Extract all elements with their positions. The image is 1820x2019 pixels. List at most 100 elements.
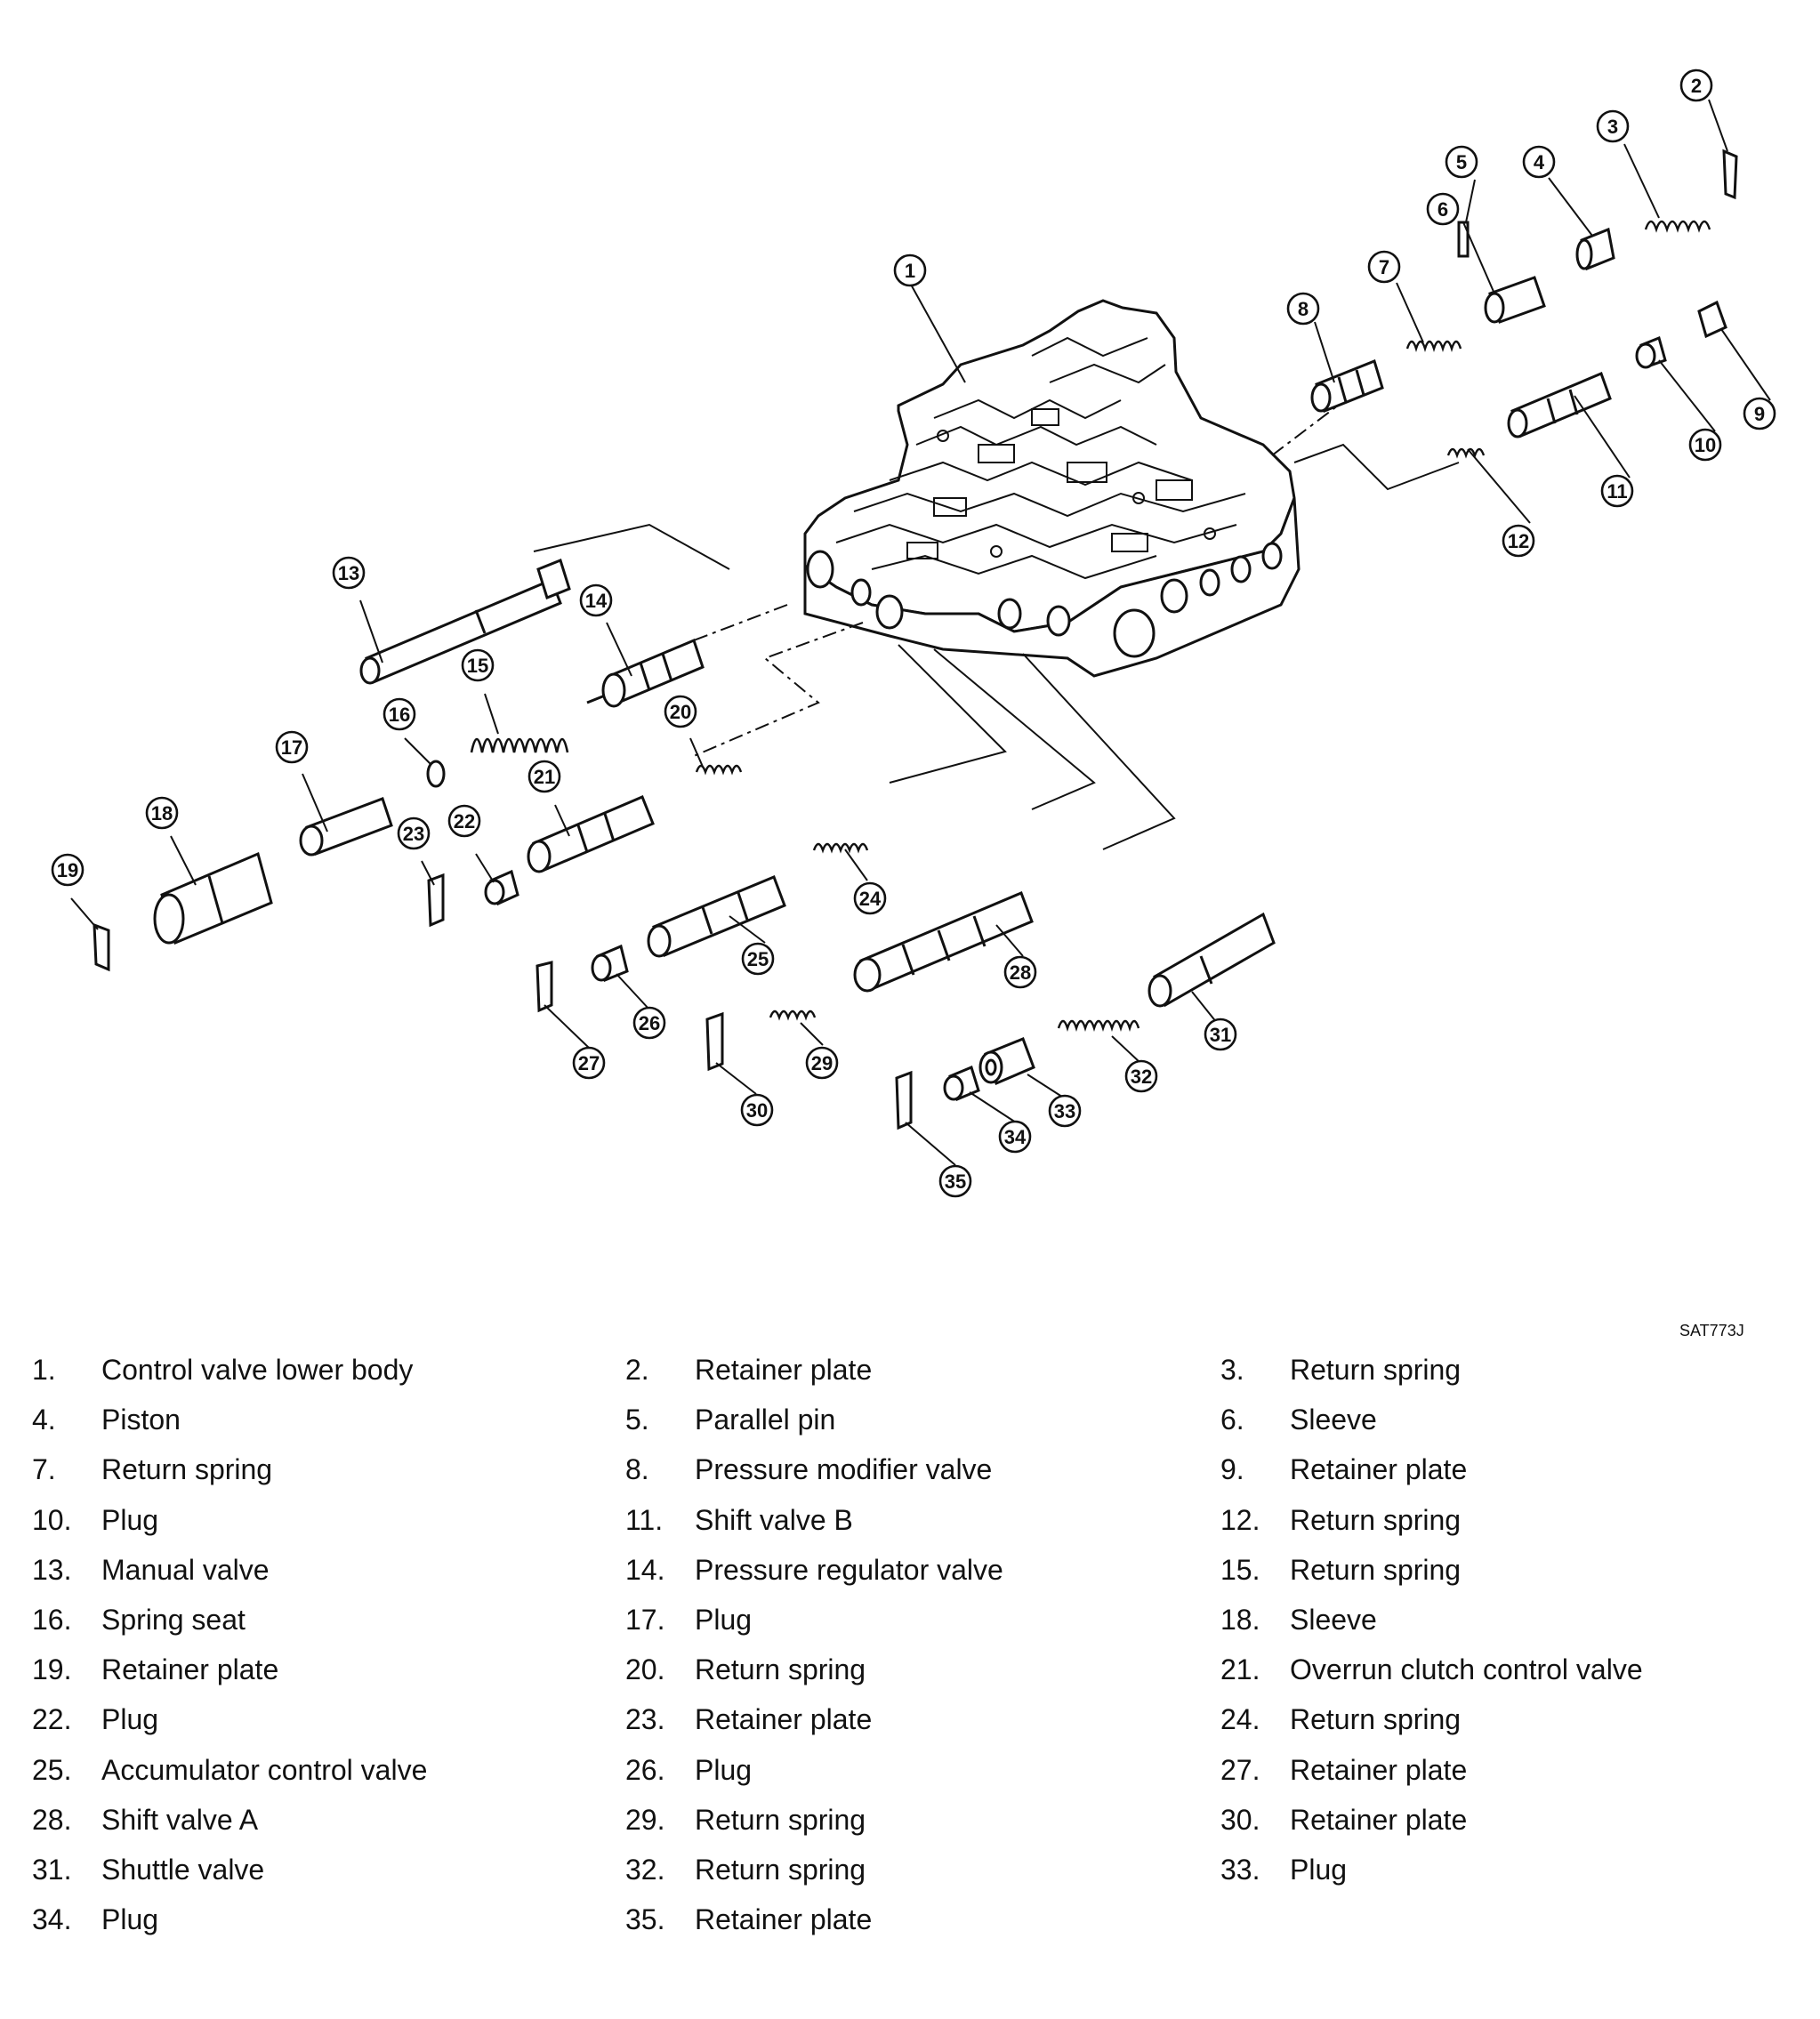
callout-number: 29 [811,1052,833,1074]
part-16-spring-seat [426,760,446,788]
callout-circle [632,1006,666,1040]
legend-number: 23. [625,1703,665,1736]
callout-circle [572,1046,606,1080]
part-26-plug [591,944,629,983]
callout-circle [1048,1094,1082,1128]
legend-label: Return spring [1290,1703,1462,1736]
legend-number: 4. [32,1404,56,1436]
callout-8: 8 [1286,292,1320,326]
callout-9: 9 [1743,397,1776,430]
legend-label: Shift valve B [695,1503,853,1536]
callout-circle [1426,192,1460,226]
callout-number: 3 [1607,116,1618,138]
callout-number: 32 [1131,1066,1152,1088]
legend-number: 19. [32,1653,72,1686]
figure-code: SAT773J [1679,1322,1744,1339]
callout-32: 32 [1124,1059,1158,1093]
legend-number: 30. [1220,1803,1260,1836]
part-27-retainer-plate [536,961,553,1013]
legend-number: 11. [625,1503,664,1536]
callout-number: 19 [57,859,78,881]
legend-label: Shuttle valve [101,1853,265,1886]
legend-number: 9. [1220,1453,1244,1486]
legend-number: 5. [625,1404,649,1436]
callout-number: 12 [1508,530,1529,552]
callout-circle [1502,524,1535,558]
callout-circle [332,556,366,590]
part-25-accumulator-control-valve [647,875,786,958]
callout-circle [579,583,613,617]
legend-number: 14. [625,1553,665,1586]
callout-circle [998,1120,1032,1154]
callout-14: 14 [579,583,613,617]
callout-7: 7 [1367,250,1401,284]
callout-circle [397,816,431,850]
legend-label: Retainer plate [101,1653,279,1686]
callout-circle [1600,474,1634,508]
callout-circle [664,695,697,728]
callout-number: 10 [1695,434,1716,456]
callout-circle [461,648,495,682]
callout-circle [383,697,416,731]
part-28-shift-valve-a [853,891,1034,993]
part-14-pressure-regulator-valve [586,638,705,708]
callout-circle [275,730,309,764]
legend-number: 10. [32,1503,72,1536]
callout-circle [938,1164,972,1198]
legend-label: Shift valve A [101,1803,259,1836]
legend-number: 16. [32,1603,72,1636]
legend-label: Overrun clutch control valve [1290,1653,1643,1686]
callout-labels: 1234567891011121314151617181920212223242… [51,68,1776,1198]
legend-number: 15. [1220,1553,1260,1586]
callout-circle [741,942,775,976]
legend-label: Pressure modifier valve [695,1453,993,1486]
callout-29: 29 [805,1046,839,1080]
callout-2: 2 [1679,68,1713,102]
part-21-overrun-clutch-control-valve [527,795,655,873]
callout-number: 8 [1298,298,1309,320]
callout-circle [145,796,179,830]
callout-number: 2 [1691,75,1702,97]
callout-number: 9 [1754,403,1765,425]
callout-circle [1003,955,1037,989]
part-34-plug [943,1065,980,1102]
part-15-return-spring [470,737,569,753]
callout-circle [51,853,85,887]
callout-number: 5 [1456,151,1467,173]
callout-number: 17 [281,736,302,759]
legend-number: 17. [625,1603,665,1636]
part-7-return-spring [1405,340,1462,353]
legend-label: Return spring [1290,1553,1462,1586]
legend-number: 35. [625,1903,665,1936]
callout-number: 35 [945,1170,966,1193]
callout-number: 1 [905,260,915,282]
legend-label: Plug [1290,1853,1348,1886]
legend-label: Retainer plate [695,1354,873,1386]
callout-24: 24 [853,881,887,915]
legend-number: 7. [32,1453,56,1486]
callout-22: 22 [447,804,481,838]
control-valve-lower-body [803,299,1301,678]
callout-number: 24 [859,888,882,910]
callout-number: 14 [585,590,608,612]
part-18-sleeve [153,851,273,945]
exploded-view-diagram: 1234567891011121314151617181920212223242… [51,68,1776,1198]
callout-13: 13 [332,556,366,590]
legend-label: Plug [695,1753,753,1786]
callout-12: 12 [1502,524,1535,558]
legend-number: 21. [1220,1653,1260,1686]
callout-23: 23 [397,816,431,850]
part-24-return-spring [812,842,869,854]
legend-number: 6. [1220,1404,1244,1436]
callout-circle [1445,145,1478,179]
callout-number: 31 [1210,1024,1231,1046]
callout-4: 4 [1522,145,1556,179]
callout-number: 30 [746,1099,768,1122]
callout-number: 4 [1534,151,1545,173]
callout-circle [1522,145,1556,179]
part-22-plug [484,869,519,906]
